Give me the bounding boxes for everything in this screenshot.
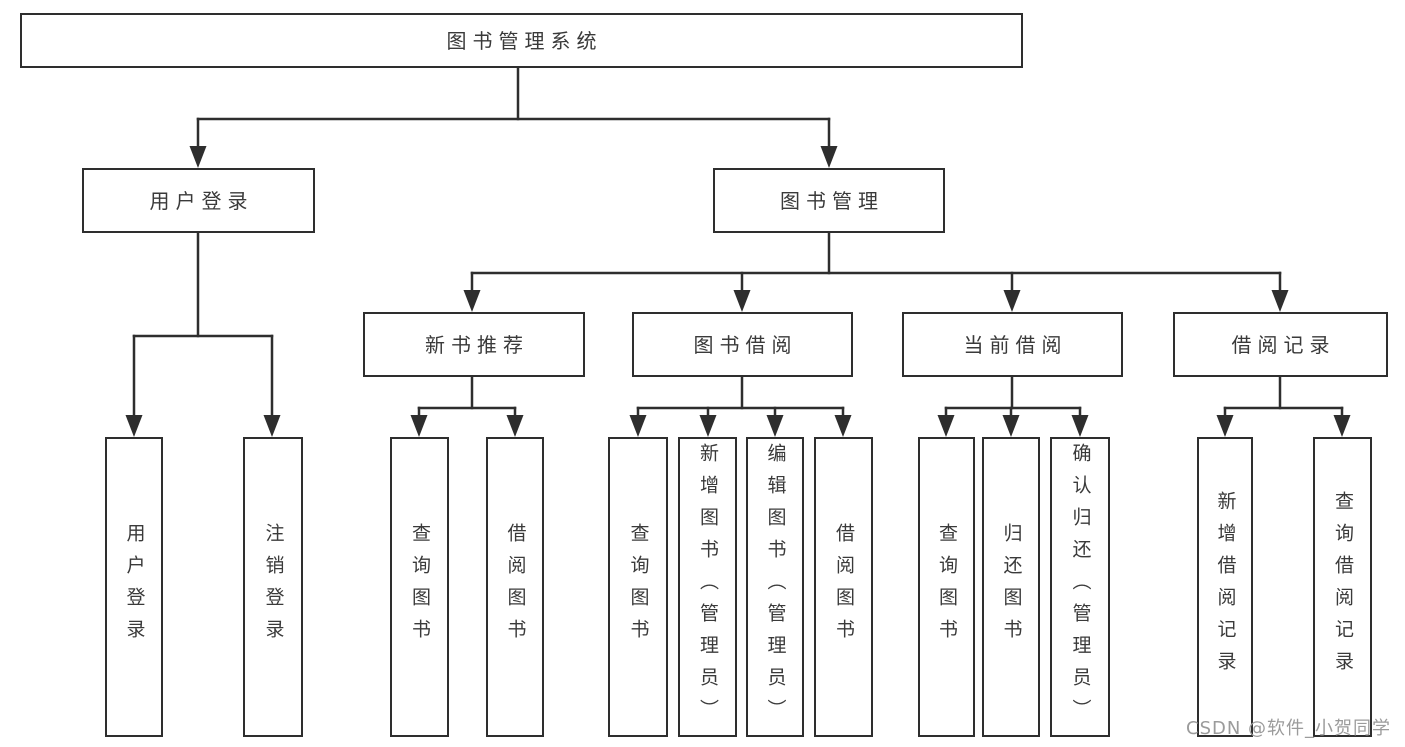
node-label: 当前借阅 (963, 332, 1068, 357)
arrowhead-down-icon (125, 415, 143, 437)
arrowhead-down-icon (766, 415, 784, 437)
node-label: 新增图书（管理员） (697, 443, 719, 731)
node-book-management: 图书管理 (713, 168, 945, 233)
node-cb-confirm-return-admin: 确认归还（管理员） (1050, 437, 1110, 737)
node-bb-add-books-admin: 新增图书（管理员） (678, 437, 737, 737)
arrowhead-down-icon (410, 415, 428, 437)
node-label: 新书推荐 (425, 332, 529, 357)
node-label: 图书借阅 (693, 332, 798, 357)
watermark: CSDN @软件_小贺同学 (1186, 718, 1392, 739)
node-book-borrowing: 图书借阅 (632, 312, 853, 377)
node-label: 编辑图书（管理员） (764, 443, 787, 731)
node-current-borrowing: 当前借阅 (902, 312, 1123, 377)
node-cb-return-books: 归还图书 (982, 437, 1040, 737)
node-label: 借阅图书 (504, 523, 527, 651)
node-label: 借阅记录 (1231, 332, 1336, 357)
arrowhead-down-icon (699, 415, 717, 437)
node-label: 图书管理系统 (446, 28, 603, 53)
arrowhead-down-icon (820, 146, 838, 168)
node-user-login-leaf: 用户登录 (105, 437, 163, 737)
arrowhead-down-icon (629, 415, 647, 437)
arrowhead-down-icon (189, 146, 207, 168)
node-label: 归还图书 (1000, 523, 1023, 651)
arrowhead-down-icon (506, 415, 524, 437)
node-label: 注销登录 (262, 523, 285, 651)
arrowhead-down-icon (1333, 415, 1351, 437)
node-label: 查询借阅记录 (1332, 491, 1354, 683)
arrowhead-down-icon (1271, 290, 1289, 312)
arrowhead-down-icon (1071, 415, 1089, 437)
node-user-login: 用户登录 (82, 168, 315, 233)
node-label: 用户登录 (149, 188, 254, 213)
arrowhead-down-icon (1003, 290, 1021, 312)
arrowhead-down-icon (1216, 415, 1234, 437)
arrowhead-down-icon (937, 415, 955, 437)
node-label: 查询图书 (936, 523, 958, 651)
node-label: 查询图书 (409, 523, 431, 651)
node-label: 用户登录 (123, 523, 146, 651)
node-label: 图书管理 (780, 188, 884, 213)
node-borrowing-records: 借阅记录 (1173, 312, 1388, 377)
arrowhead-down-icon (733, 290, 751, 312)
node-bb-edit-books-admin: 编辑图书（管理员） (746, 437, 804, 737)
node-label: 新增借阅记录 (1214, 491, 1237, 683)
arrowhead-down-icon (263, 415, 281, 437)
node-new-book-recommend: 新书推荐 (363, 312, 585, 377)
node-label: 查询图书 (627, 523, 650, 651)
node-root: 图书管理系统 (20, 13, 1023, 68)
node-bb-borrow-books: 借阅图书 (814, 437, 873, 737)
node-label: 借阅图书 (833, 523, 855, 651)
node-bb-query-books: 查询图书 (608, 437, 668, 737)
node-cb-query-books: 查询图书 (918, 437, 975, 737)
node-nbr-borrow-books: 借阅图书 (486, 437, 544, 737)
arrowhead-down-icon (1002, 415, 1020, 437)
arrowhead-down-icon (834, 415, 852, 437)
node-br-query-record: 查询借阅记录 (1313, 437, 1372, 737)
node-br-add-record: 新增借阅记录 (1197, 437, 1253, 737)
node-label: 确认归还（管理员） (1069, 443, 1092, 731)
arrowhead-down-icon (463, 290, 481, 312)
node-nbr-query-books: 查询图书 (390, 437, 449, 737)
node-logout-leaf: 注销登录 (243, 437, 303, 737)
